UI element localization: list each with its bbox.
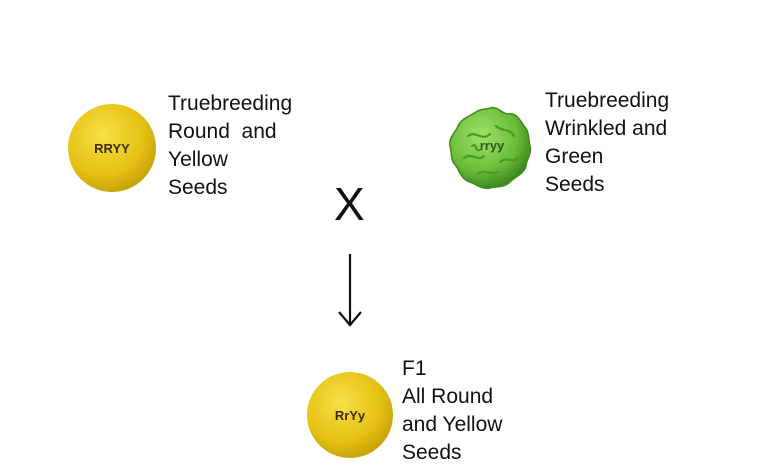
- seed-genotype-label: RRYY: [94, 141, 130, 156]
- caption-line: Yellow: [168, 148, 228, 171]
- caption-line: Round and: [168, 120, 277, 143]
- wrinkled-green-seed: rryy: [444, 102, 536, 194]
- offspring-caption: F1 All Round and Yellow Seeds: [402, 355, 502, 467]
- caption-line: and Yellow: [402, 413, 503, 436]
- caption-line: Truebreeding: [545, 89, 670, 112]
- caption-line: Green: [545, 145, 604, 168]
- caption-line: Seeds: [402, 441, 462, 464]
- f1-round-yellow-seed: RrYy: [305, 370, 395, 460]
- down-arrow-icon: [336, 252, 364, 333]
- parent-left-caption: Truebreeding Round and Yellow Seeds: [168, 90, 292, 202]
- caption-line: Truebreeding: [168, 92, 293, 115]
- caption-line: All Round: [402, 385, 494, 408]
- caption-line: Wrinkled and: [545, 117, 668, 140]
- parent-right-caption: Truebreeding Wrinkled and Green Seeds: [545, 87, 669, 199]
- seed-genotype-label: RrYy: [335, 408, 366, 423]
- caption-line: Seeds: [545, 173, 605, 196]
- caption-line: Seeds: [168, 176, 228, 199]
- caption-line: F1: [402, 357, 427, 380]
- cross-symbol: X: [334, 178, 365, 230]
- round-yellow-seed: RRYY: [66, 102, 158, 194]
- seed-genotype-label: rryy: [480, 138, 505, 153]
